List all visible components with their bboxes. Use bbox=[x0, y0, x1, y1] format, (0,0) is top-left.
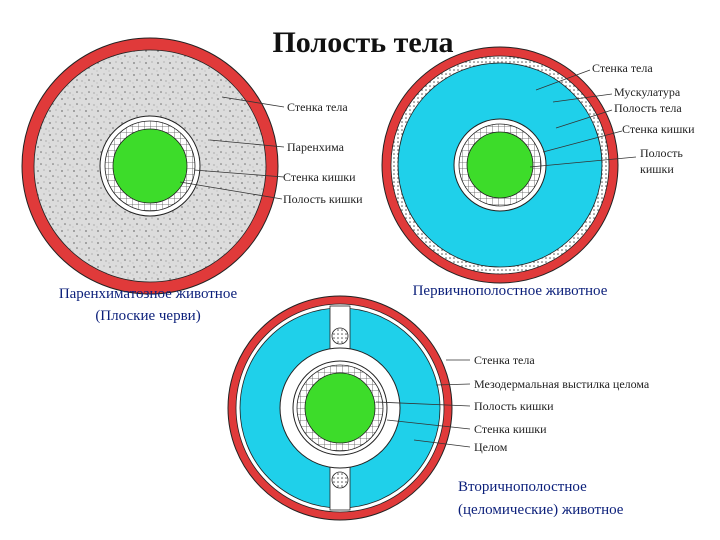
label-body-wall: Стенка тела bbox=[592, 61, 653, 75]
leader-coelom bbox=[413, 439, 471, 448]
label-body-wall: Стенка тела bbox=[474, 353, 535, 367]
caption-parenchymatous-2: (Плоские черви) bbox=[95, 308, 200, 324]
caption-primary-cavity: Первичнополостное животное bbox=[413, 283, 608, 299]
leader-musculature bbox=[552, 93, 613, 103]
leader-body-cavity bbox=[555, 109, 613, 129]
leader-parenchyma bbox=[209, 139, 285, 148]
caption-parenchymatous-1: Паренхиматозное животное bbox=[59, 286, 238, 302]
label-gut-cavity-2: кишки bbox=[640, 162, 674, 176]
leader-body-wall bbox=[535, 69, 591, 91]
diagram-parenchymatous: Стенка тела Паренхима Стенка кишки Полос… bbox=[21, 37, 363, 324]
label-musculature: Мускулатура bbox=[614, 85, 681, 99]
label-body-wall: Стенка тела bbox=[287, 100, 348, 114]
label-gut-wall: Стенка кишки bbox=[622, 122, 695, 136]
gut-lumen bbox=[466, 131, 534, 199]
page-title: Полость тела bbox=[272, 26, 453, 59]
leader-gut-wall bbox=[193, 169, 285, 178]
label-mesoderm-lining: Мезодермальная выстилка целома bbox=[474, 377, 650, 391]
label-body-cavity: Полость тела bbox=[614, 101, 682, 115]
leader-gut-cavity bbox=[529, 156, 637, 168]
gut-lumen bbox=[304, 372, 376, 444]
leader-gut-cavity bbox=[375, 401, 471, 407]
dorsal-vessel bbox=[331, 327, 349, 345]
gut-lumen bbox=[112, 128, 188, 204]
caption-coelomate-1: Вторичнополостное bbox=[458, 479, 587, 495]
ventral-vessel bbox=[331, 471, 349, 489]
caption-coelomate-2: (целомические) животное bbox=[458, 502, 624, 518]
diagram-coelomate: Стенка тела Мезодермальная выстилка цело… bbox=[227, 295, 650, 521]
label-gut-cavity: Полость кишки bbox=[474, 399, 554, 413]
leader-gut-wall bbox=[386, 419, 471, 430]
leader-gut-cavity bbox=[179, 181, 283, 200]
label-gut-cavity: Полость кишки bbox=[283, 192, 363, 206]
label-gut-wall: Стенка кишки bbox=[283, 170, 356, 184]
leader-mesoderm-lining bbox=[435, 383, 471, 386]
leader-body-wall bbox=[221, 96, 285, 108]
diagram-primary-cavity: Стенка тела Мускулатура Полость тела Сте… bbox=[381, 46, 695, 299]
label-gut-wall: Стенка кишки bbox=[474, 422, 547, 436]
label-coelom: Целом bbox=[474, 440, 508, 454]
leader-gut-wall bbox=[542, 130, 623, 153]
label-gut-cavity-1: Полость bbox=[640, 146, 683, 160]
label-parenchyma: Паренхима bbox=[287, 140, 345, 154]
